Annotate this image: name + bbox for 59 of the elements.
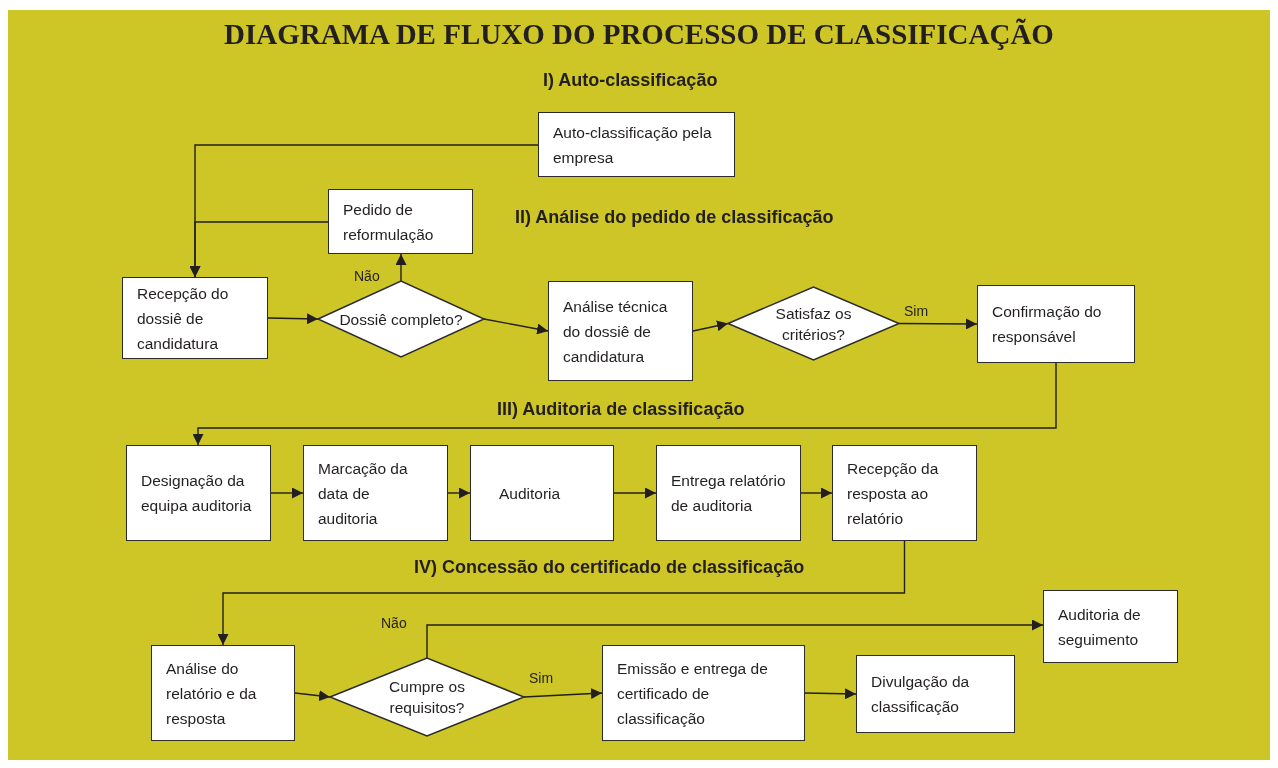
node-text: Pedido de reformulação: [343, 199, 435, 245]
node-text: Entrega relatório de auditoria: [671, 471, 786, 516]
process-box: [832, 445, 977, 541]
edge-label: Sim: [527, 670, 556, 686]
node-text: Emissão e entrega de certificado de classificação: [617, 658, 769, 729]
arrow: [483, 318, 549, 335]
arrow: [267, 313, 319, 325]
process-box: [977, 285, 1135, 363]
process-box: [602, 645, 805, 741]
decision-diamond: [330, 658, 524, 736]
diagram-title: DIAGRAMA DE FLUXO DO PROCESSO DE CLASSIFICAÇÃO: [224, 18, 1054, 51]
arrow: [804, 688, 857, 700]
node-text: Dossiê completo?: [339, 309, 463, 330]
process-box: [328, 189, 473, 254]
section-heading: IV) Concessão do certificado de classificação: [414, 557, 805, 578]
node-text: Auto-classificação pela empresa: [553, 122, 713, 168]
section-heading: I) Auto-classificação: [543, 70, 718, 91]
arrow: [189, 221, 329, 278]
arrow: [192, 362, 1057, 446]
arrow: [800, 487, 833, 499]
arrow: [692, 320, 729, 332]
node-text: Confirmação do responsável: [992, 302, 1103, 347]
node-text: Marcação da data de auditoria: [318, 458, 409, 529]
node-text: Satisfaz os critérios?: [774, 303, 853, 345]
node-text: Análise técnica do dossiê de candidatura: [563, 296, 669, 367]
process-box: [548, 281, 693, 381]
process-box: [470, 445, 614, 541]
edge-label: Sim: [902, 303, 931, 319]
process-box: [656, 445, 801, 541]
process-box: [126, 445, 271, 541]
arrow: [294, 690, 331, 702]
section-heading: III) Auditoria de classificação: [497, 399, 745, 420]
process-box: [538, 112, 735, 177]
process-box: [122, 277, 268, 359]
node-text: Recepção da resposta ao relatório: [847, 458, 940, 529]
section-heading: II) Análise do pedido de classificação: [515, 207, 834, 228]
arrow: [395, 253, 407, 282]
arrow: [217, 540, 906, 646]
node-text: Auditoria de seguimento: [1058, 604, 1142, 650]
node-text: Divulgação da classificação: [871, 672, 971, 717]
node-text: Análise do relatório e da resposta: [166, 658, 258, 729]
edge-label: Não: [352, 268, 382, 284]
edge-label: Não: [379, 615, 409, 631]
node-text: Designação da equipa auditoria: [141, 471, 253, 516]
arrow: [523, 688, 603, 700]
arrow: [898, 318, 978, 330]
process-box: [151, 645, 295, 741]
arrow: [270, 487, 304, 499]
decision-diamond: [318, 281, 484, 357]
decision-diamond: [728, 287, 899, 360]
process-box: [1043, 590, 1178, 663]
arrow: [447, 487, 471, 499]
arrow: [426, 619, 1044, 659]
node-text: Cumpre os requisitos?: [388, 677, 466, 718]
arrow: [613, 487, 657, 499]
process-box: [303, 445, 448, 541]
process-box: [856, 655, 1015, 733]
node-text: Auditoria: [499, 483, 561, 504]
node-text: Recepção do dossiê de candidatura: [137, 283, 230, 354]
